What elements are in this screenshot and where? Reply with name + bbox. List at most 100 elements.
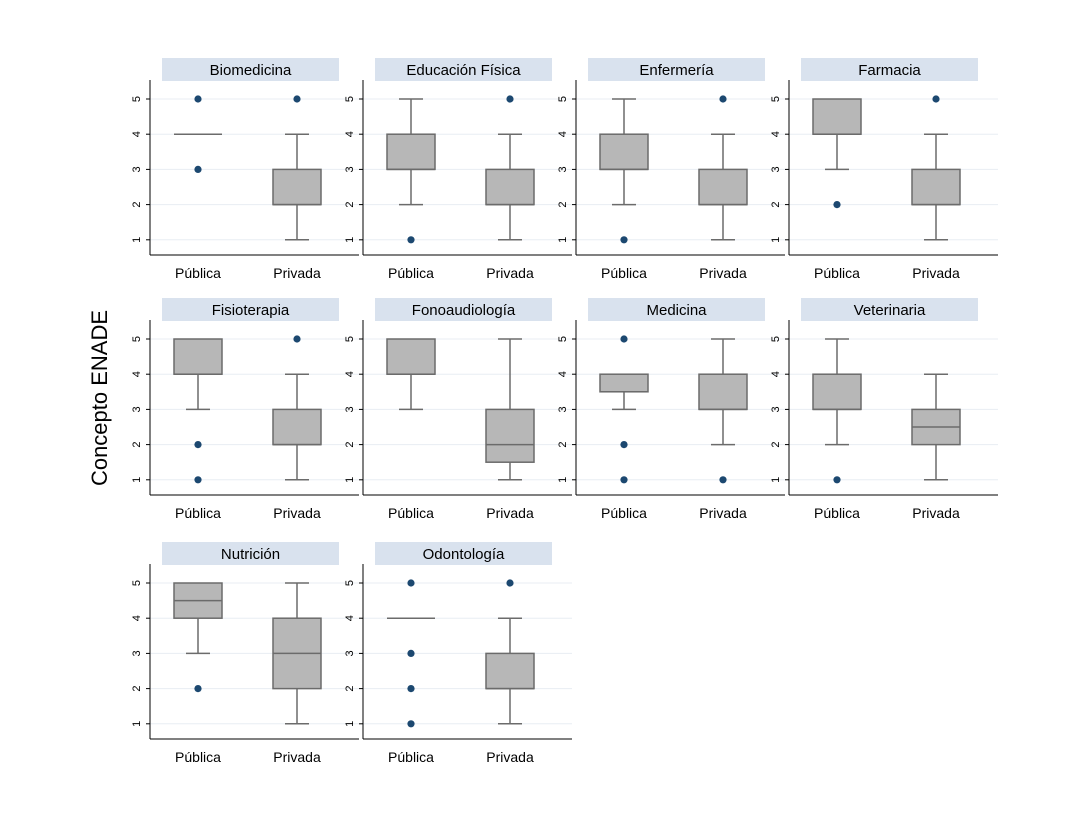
- outlier-point: [194, 165, 202, 173]
- y-tick-label: 4: [131, 615, 143, 621]
- y-tick-label: 2: [557, 202, 569, 208]
- panel-title: Veterinaria: [854, 302, 926, 319]
- y-tick-label: 5: [770, 96, 782, 102]
- x-category-label: Privada: [699, 505, 747, 521]
- panel-header: [375, 298, 552, 321]
- y-tick-label: 1: [344, 237, 356, 243]
- y-tick-label: 3: [557, 166, 569, 172]
- y-tick-label: 3: [770, 166, 782, 172]
- outlier-point: [194, 441, 202, 449]
- panel-title: Educación Física: [406, 62, 521, 79]
- outlier-point: [620, 476, 628, 484]
- y-tick-label: 2: [344, 442, 356, 448]
- iqr-box: [812, 373, 862, 411]
- x-category-label: Privada: [273, 505, 321, 521]
- iqr-box: [386, 133, 436, 171]
- x-category-label: Pública: [388, 265, 434, 281]
- y-tick-label: 4: [557, 131, 569, 137]
- y-tick-label: 3: [770, 406, 782, 412]
- y-tick-label: 2: [344, 202, 356, 208]
- panel-header: [162, 542, 339, 565]
- iqr-box: [485, 168, 535, 206]
- box-privada: Privada: [272, 95, 322, 281]
- box-pblica: Pública: [173, 582, 223, 765]
- iqr-box: [911, 168, 961, 206]
- y-tick-label: 5: [557, 336, 569, 342]
- y-tick-label: 5: [557, 96, 569, 102]
- box-privada: Privada: [485, 338, 535, 521]
- y-tick-label: 3: [131, 166, 143, 172]
- y-tick-label: 4: [344, 371, 356, 377]
- outlier-point: [293, 95, 301, 103]
- box-privada: Privada: [272, 335, 322, 521]
- y-tick-label: 2: [557, 442, 569, 448]
- box-privada: Privada: [911, 373, 961, 521]
- y-axis-title: Concepto ENADE: [87, 310, 112, 486]
- y-tick-label: 2: [131, 442, 143, 448]
- y-tick-label: 1: [557, 477, 569, 483]
- y-tick-label: 3: [344, 650, 356, 656]
- y-tick-label: 1: [131, 477, 143, 483]
- x-category-label: Privada: [912, 505, 960, 521]
- box-pblica: Pública: [599, 335, 649, 521]
- y-tick-label: 2: [131, 202, 143, 208]
- y-tick-label: 3: [131, 650, 143, 656]
- outlier-point: [833, 201, 841, 209]
- panel-title: Farmacia: [858, 62, 921, 79]
- outlier-point: [506, 95, 514, 103]
- iqr-box: [386, 338, 436, 375]
- y-tick-label: 5: [131, 580, 143, 586]
- y-tick-label: 2: [770, 202, 782, 208]
- x-category-label: Privada: [273, 749, 321, 765]
- x-category-label: Privada: [912, 265, 960, 281]
- y-tick-label: 1: [344, 477, 356, 483]
- outlier-point: [620, 441, 628, 449]
- panel-title: Enfermería: [639, 62, 714, 79]
- panel-title: Medicina: [646, 302, 707, 319]
- panel-header: [162, 58, 339, 81]
- outlier-point: [719, 95, 727, 103]
- y-tick-label: 4: [770, 131, 782, 137]
- x-category-label: Pública: [388, 749, 434, 765]
- panel-title: Odontología: [423, 546, 505, 563]
- box-pblica: Pública: [812, 98, 862, 281]
- x-category-label: Pública: [175, 749, 221, 765]
- x-category-label: Pública: [175, 265, 221, 281]
- panel-title: Fisioterapia: [212, 302, 290, 319]
- x-category-label: Privada: [486, 265, 534, 281]
- iqr-box: [599, 373, 649, 393]
- y-tick-label: 3: [131, 406, 143, 412]
- x-category-label: Privada: [486, 749, 534, 765]
- y-tick-label: 5: [344, 336, 356, 342]
- y-tick-label: 4: [344, 615, 356, 621]
- y-tick-label: 3: [557, 406, 569, 412]
- x-category-label: Pública: [388, 505, 434, 521]
- x-category-label: Privada: [486, 505, 534, 521]
- box-pblica: Pública: [173, 338, 223, 521]
- box-pblica: Pública: [812, 338, 862, 521]
- y-tick-label: 2: [344, 686, 356, 692]
- panel-header: [588, 298, 765, 321]
- iqr-box: [812, 98, 862, 135]
- y-tick-label: 3: [344, 406, 356, 412]
- y-tick-label: 1: [770, 477, 782, 483]
- x-category-label: Pública: [601, 265, 647, 281]
- box-privada: Privada: [911, 95, 961, 281]
- panel-title: Biomedicina: [210, 62, 292, 79]
- panel-title: Fonoaudiología: [412, 302, 516, 319]
- box-privada: Privada: [698, 338, 748, 521]
- panel-header: [162, 298, 339, 321]
- x-category-label: Pública: [175, 505, 221, 521]
- iqr-box: [698, 373, 748, 411]
- panel-header: [375, 58, 552, 81]
- box-privada: Privada: [485, 95, 535, 281]
